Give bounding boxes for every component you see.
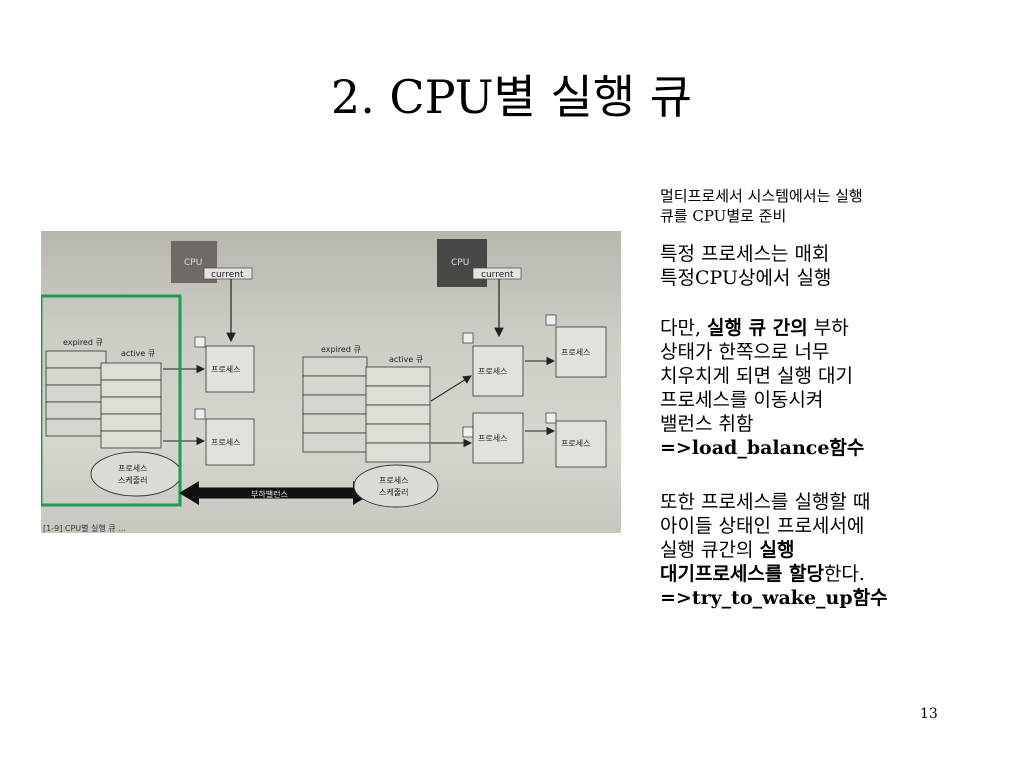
- right-active-queue: [365, 366, 431, 463]
- p3-l1-a: 다만,: [660, 317, 708, 339]
- right-scheduler-ellipse: [353, 464, 439, 508]
- p3-l1-c: 부하: [807, 317, 849, 339]
- left-active-queue: [100, 362, 162, 449]
- left-process-box-2: [205, 418, 255, 466]
- left-cpu-label: CPU: [184, 258, 202, 268]
- p3-l1-bold: 실행 큐 간의: [707, 317, 808, 339]
- left-scheduler-ellipse: [90, 451, 182, 497]
- right-process-box-b: [555, 326, 607, 378]
- load-balance-label: 부하밸런스: [251, 489, 288, 499]
- page-number: 13: [920, 706, 938, 722]
- paragraph-2: 특정 프로세스는 매회 특정CPU상에서 실행: [660, 242, 990, 290]
- p4-line-4: 대기프로세스를 할당한다.: [660, 562, 990, 586]
- p1-line-1: 멀티프로세서 시스템에서는 실행: [660, 187, 863, 205]
- right-cpu-chip: CPU: [437, 239, 487, 287]
- left-cpu-chip: CPU: [171, 241, 217, 283]
- slide-title: 2. CPU별 실행 큐: [330, 70, 693, 124]
- right-scheduler-line2: 스케줄러: [379, 488, 408, 497]
- paragraph-4: 또한 프로세스를 실행할 때 아이들 상태인 프로세서에 실행 큐간의 실행 대…: [660, 490, 990, 610]
- right-current-tag: [472, 267, 522, 280]
- right-process-label-b: 프로세스: [561, 348, 590, 357]
- p3-line-1: 다만, 실행 큐 간의 부하: [660, 316, 990, 340]
- p4-line-1: 또한 프로세스를 실행할 때: [660, 491, 871, 513]
- p4-l3-a: 실행 큐간의: [660, 539, 760, 561]
- p4-line-5: =>try_to_wake_up함수: [660, 587, 888, 609]
- p3-line-6: =>load_balance함수: [660, 437, 865, 459]
- right-process-box-a: [472, 345, 524, 397]
- p2-line-1: 특정 프로세스는 매회: [660, 243, 830, 265]
- right-expired-queue: [302, 356, 368, 453]
- load-balance-arrow: 부하밸런스: [179, 481, 373, 505]
- p3-line-3: 치우치게 되면 실행 대기: [660, 365, 853, 387]
- right-cpu-label: CPU: [451, 258, 469, 268]
- p2-line-2: 특정CPU상에서 실행: [660, 267, 832, 289]
- diagram-caption: [1-9] CPU별 실행 큐 ...: [43, 523, 126, 533]
- p3-line-2: 상태가 한쪽으로 너무: [660, 341, 830, 363]
- p4-l4-b: 한다.: [823, 563, 865, 585]
- left-expired-label: expired 큐: [63, 338, 103, 347]
- left-process-box-1: [205, 345, 255, 393]
- paragraph-3: 다만, 실행 큐 간의 부하 상태가 한쪽으로 너무 치우치게 되면 실행 대기…: [660, 316, 990, 460]
- highlight-box: [41, 294, 182, 507]
- left-scheduler-line1: 프로세스: [118, 464, 147, 473]
- p4-line-3: 실행 큐간의 실행: [660, 538, 990, 562]
- left-process-label-2: 프로세스: [211, 438, 240, 447]
- right-process-label-a: 프로세스: [478, 367, 507, 376]
- p4-l3-bold: 실행: [759, 539, 795, 561]
- right-current-label: current: [481, 270, 514, 280]
- p3-line-5: 밸런스 취함: [660, 413, 754, 435]
- paragraph-1: 멀티프로세서 시스템에서는 실행 큐를 CPU별로 준비: [660, 186, 990, 226]
- right-process-label-d: 프로세스: [561, 439, 590, 448]
- left-process-label-1: 프로세스: [211, 365, 240, 374]
- p1-line-2: 큐를 CPU별로 준비: [660, 207, 787, 225]
- left-expired-queue: [45, 350, 107, 437]
- body-text: 멀티프로세서 시스템에서는 실행 큐를 CPU별로 준비 특정 프로세스는 매회…: [660, 186, 990, 626]
- right-scheduler-line1: 프로세스: [379, 476, 408, 485]
- right-expired-label: expired 큐: [321, 345, 361, 354]
- p3-line-4: 프로세스를 이동시켜: [660, 389, 824, 411]
- p4-l4-bold: 대기프로세스를 할당: [660, 563, 824, 585]
- left-current-label: current: [211, 270, 244, 280]
- right-active-label: active 큐: [389, 355, 423, 364]
- left-scheduler-line2: 스케줄러: [118, 476, 147, 485]
- right-process-box-d: [555, 420, 607, 468]
- diagram-photo: CPU current expired 큐 active 큐 프로세스 프로세: [41, 231, 621, 533]
- left-current-tag: [203, 267, 253, 280]
- p4-line-2: 아이들 상태인 프로세서에: [660, 515, 865, 537]
- right-process-label-c: 프로세스: [478, 434, 507, 443]
- right-process-box-c: [472, 412, 524, 464]
- left-active-label: active 큐: [121, 349, 155, 358]
